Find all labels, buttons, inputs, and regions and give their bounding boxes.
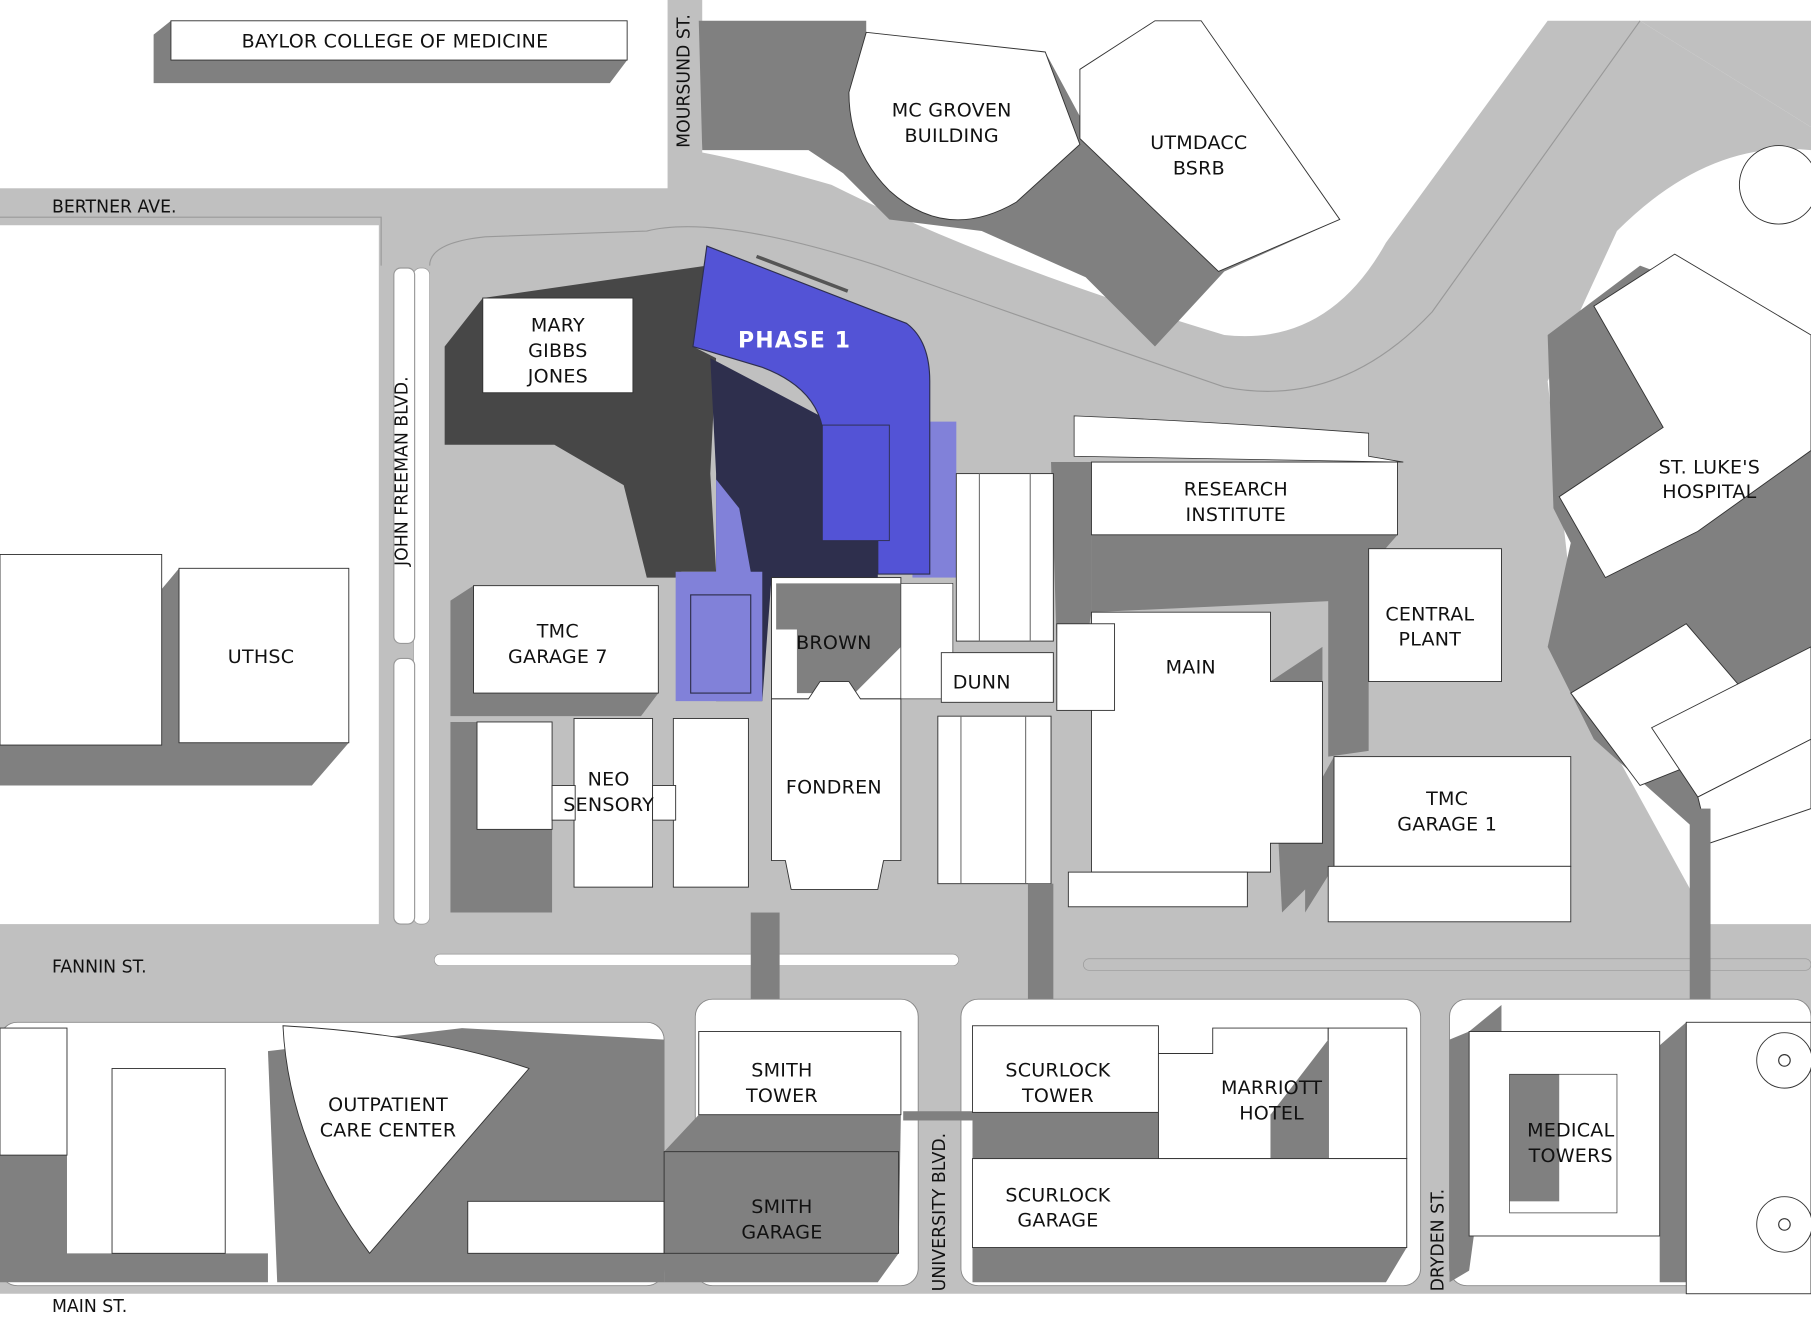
label-uthsc: UTHSC bbox=[228, 646, 294, 668]
building-medical-towers bbox=[1468, 1031, 1661, 1237]
fannin-median bbox=[433, 953, 959, 967]
label-mgj-3: JONES bbox=[527, 365, 588, 387]
label-smith-tower-1: SMITH bbox=[751, 1060, 812, 1082]
label-medical-towers-1: MEDICAL bbox=[1527, 1120, 1614, 1142]
street-label-john-freeman: JOHN FREEMAN BLVD. bbox=[393, 376, 413, 567]
canopy-research bbox=[1073, 415, 1404, 463]
phase-1-site: PHASE 1 bbox=[675, 245, 957, 702]
label-mgj-1: MARY bbox=[531, 315, 585, 337]
label-dunn: DUNN bbox=[953, 671, 1011, 693]
street-label-dryden: DRYDEN ST. bbox=[1429, 1189, 1449, 1292]
building-towers-right bbox=[1685, 1021, 1811, 1295]
building-mary-gibbs-jones bbox=[482, 297, 634, 394]
building-baylor bbox=[170, 20, 628, 61]
building-research-institute bbox=[1090, 461, 1398, 536]
label-mc-groven-2: BUILDING bbox=[905, 125, 999, 147]
label-mc-groven-1: MC GROVEN bbox=[892, 100, 1012, 122]
building-rotunda bbox=[1738, 145, 1811, 225]
building-scurlock-tower bbox=[972, 1025, 1159, 1113]
label-neo-1: NEO bbox=[588, 768, 630, 790]
shadow-medical-towers bbox=[1509, 1074, 1560, 1202]
building-outpatient-care-center bbox=[282, 1025, 530, 1255]
street-label-university: UNIVERSITY BLVD. bbox=[930, 1133, 950, 1292]
label-central-plant-1: CENTRAL bbox=[1385, 603, 1474, 625]
label-main: MAIN bbox=[1166, 656, 1216, 678]
skybridges bbox=[937, 473, 1054, 885]
medical-towers-core bbox=[1509, 1073, 1618, 1214]
label-scurlock-garage-2: GARAGE bbox=[1017, 1210, 1098, 1232]
building-scurlock-garage bbox=[972, 1158, 1408, 1248]
label-fondren: FONDREN bbox=[786, 777, 882, 799]
street-label-fannin: FANNIN ST. bbox=[52, 958, 147, 978]
label-garage7-2: GARAGE 7 bbox=[508, 646, 608, 668]
building-garage-1-base bbox=[1327, 865, 1572, 923]
label-smith-garage-1: SMITH bbox=[751, 1196, 812, 1218]
building-fondren bbox=[771, 681, 902, 890]
label-medical-towers-2: TOWERS bbox=[1528, 1145, 1613, 1167]
label-st-lukes-1: ST. LUKE'S bbox=[1659, 457, 1760, 479]
building-outpatient-wing bbox=[467, 1200, 665, 1254]
building-bottom-left-2 bbox=[111, 1068, 226, 1254]
map-margin bbox=[0, 1293, 1811, 1318]
street-label-main: MAIN ST. bbox=[52, 1297, 127, 1317]
label-scurlock-tower-2: TOWER bbox=[1021, 1085, 1094, 1107]
label-garage1-2: GARAGE 1 bbox=[1397, 814, 1497, 836]
shadow-marriott bbox=[1270, 1039, 1329, 1159]
label-marriott-1: MARRIOTT bbox=[1221, 1077, 1322, 1099]
label-utmdacc-1: UTMDACC bbox=[1150, 132, 1247, 154]
label-utmdacc-2: BSRB bbox=[1173, 157, 1225, 179]
label-outpatient-2: CARE CENTER bbox=[320, 1120, 457, 1142]
street-label-bertner: BERTNER AVE. bbox=[52, 198, 177, 218]
building-brown: BROWN bbox=[771, 577, 954, 700]
building-mc-groven bbox=[848, 31, 1081, 221]
building-main-annex bbox=[1067, 871, 1248, 908]
building-marriott-wing bbox=[1327, 1027, 1408, 1160]
building-dunn bbox=[940, 652, 1054, 703]
label-scurlock-garage-1: SCURLOCK bbox=[1005, 1184, 1110, 1206]
label-scurlock-tower-1: SCURLOCK bbox=[1005, 1060, 1110, 1082]
building-left bbox=[0, 553, 163, 746]
building-smith-garage bbox=[663, 1151, 900, 1254]
label-marriott-2: HOTEL bbox=[1239, 1102, 1304, 1124]
building-central-plant bbox=[1368, 548, 1502, 682]
label-garage1-1: TMC bbox=[1425, 788, 1468, 810]
building-main-connector bbox=[1056, 623, 1116, 711]
street-label-moursund: MOURSUND ST. bbox=[675, 14, 695, 148]
label-phase-1: PHASE 1 bbox=[738, 329, 851, 354]
label-smith-garage-2: GARAGE bbox=[741, 1221, 822, 1243]
building-bottom-left-1 bbox=[0, 1027, 68, 1156]
building-tmc-garage-7 bbox=[473, 585, 659, 694]
label-brown: BROWN bbox=[796, 632, 872, 654]
label-garage7-1: TMC bbox=[536, 621, 579, 643]
label-outpatient-1: OUTPATIENT bbox=[328, 1094, 448, 1116]
building-uthsc bbox=[178, 567, 350, 744]
canopy bbox=[755, 254, 849, 293]
building-st-lukes: ST. LUKE'S HOSPITAL bbox=[1558, 253, 1811, 844]
label-central-plant-2: PLANT bbox=[1399, 629, 1462, 651]
building-utmdacc-bsrb bbox=[1079, 20, 1341, 272]
building-neo-sensory: NEO SENSORY bbox=[476, 718, 749, 888]
skybridge-fannin-3 bbox=[1689, 808, 1711, 1029]
bertner-avenue-edge bbox=[0, 20, 1641, 392]
label-baylor: BAYLOR COLLEGE OF MEDICINE bbox=[242, 30, 549, 52]
building-smith-tower bbox=[698, 1031, 902, 1116]
label-research-2: INSTITUTE bbox=[1186, 504, 1287, 526]
label-smith-tower-2: TOWER bbox=[745, 1085, 818, 1107]
label-research-1: RESEARCH bbox=[1184, 479, 1288, 501]
building-tmc-garage-1 bbox=[1333, 756, 1572, 867]
fannin-median-2 bbox=[1083, 958, 1811, 971]
label-mgj-2: GIBBS bbox=[528, 340, 587, 362]
label-neo-2: SENSORY bbox=[563, 794, 654, 816]
label-st-lukes-2: HOSPITAL bbox=[1662, 481, 1756, 503]
